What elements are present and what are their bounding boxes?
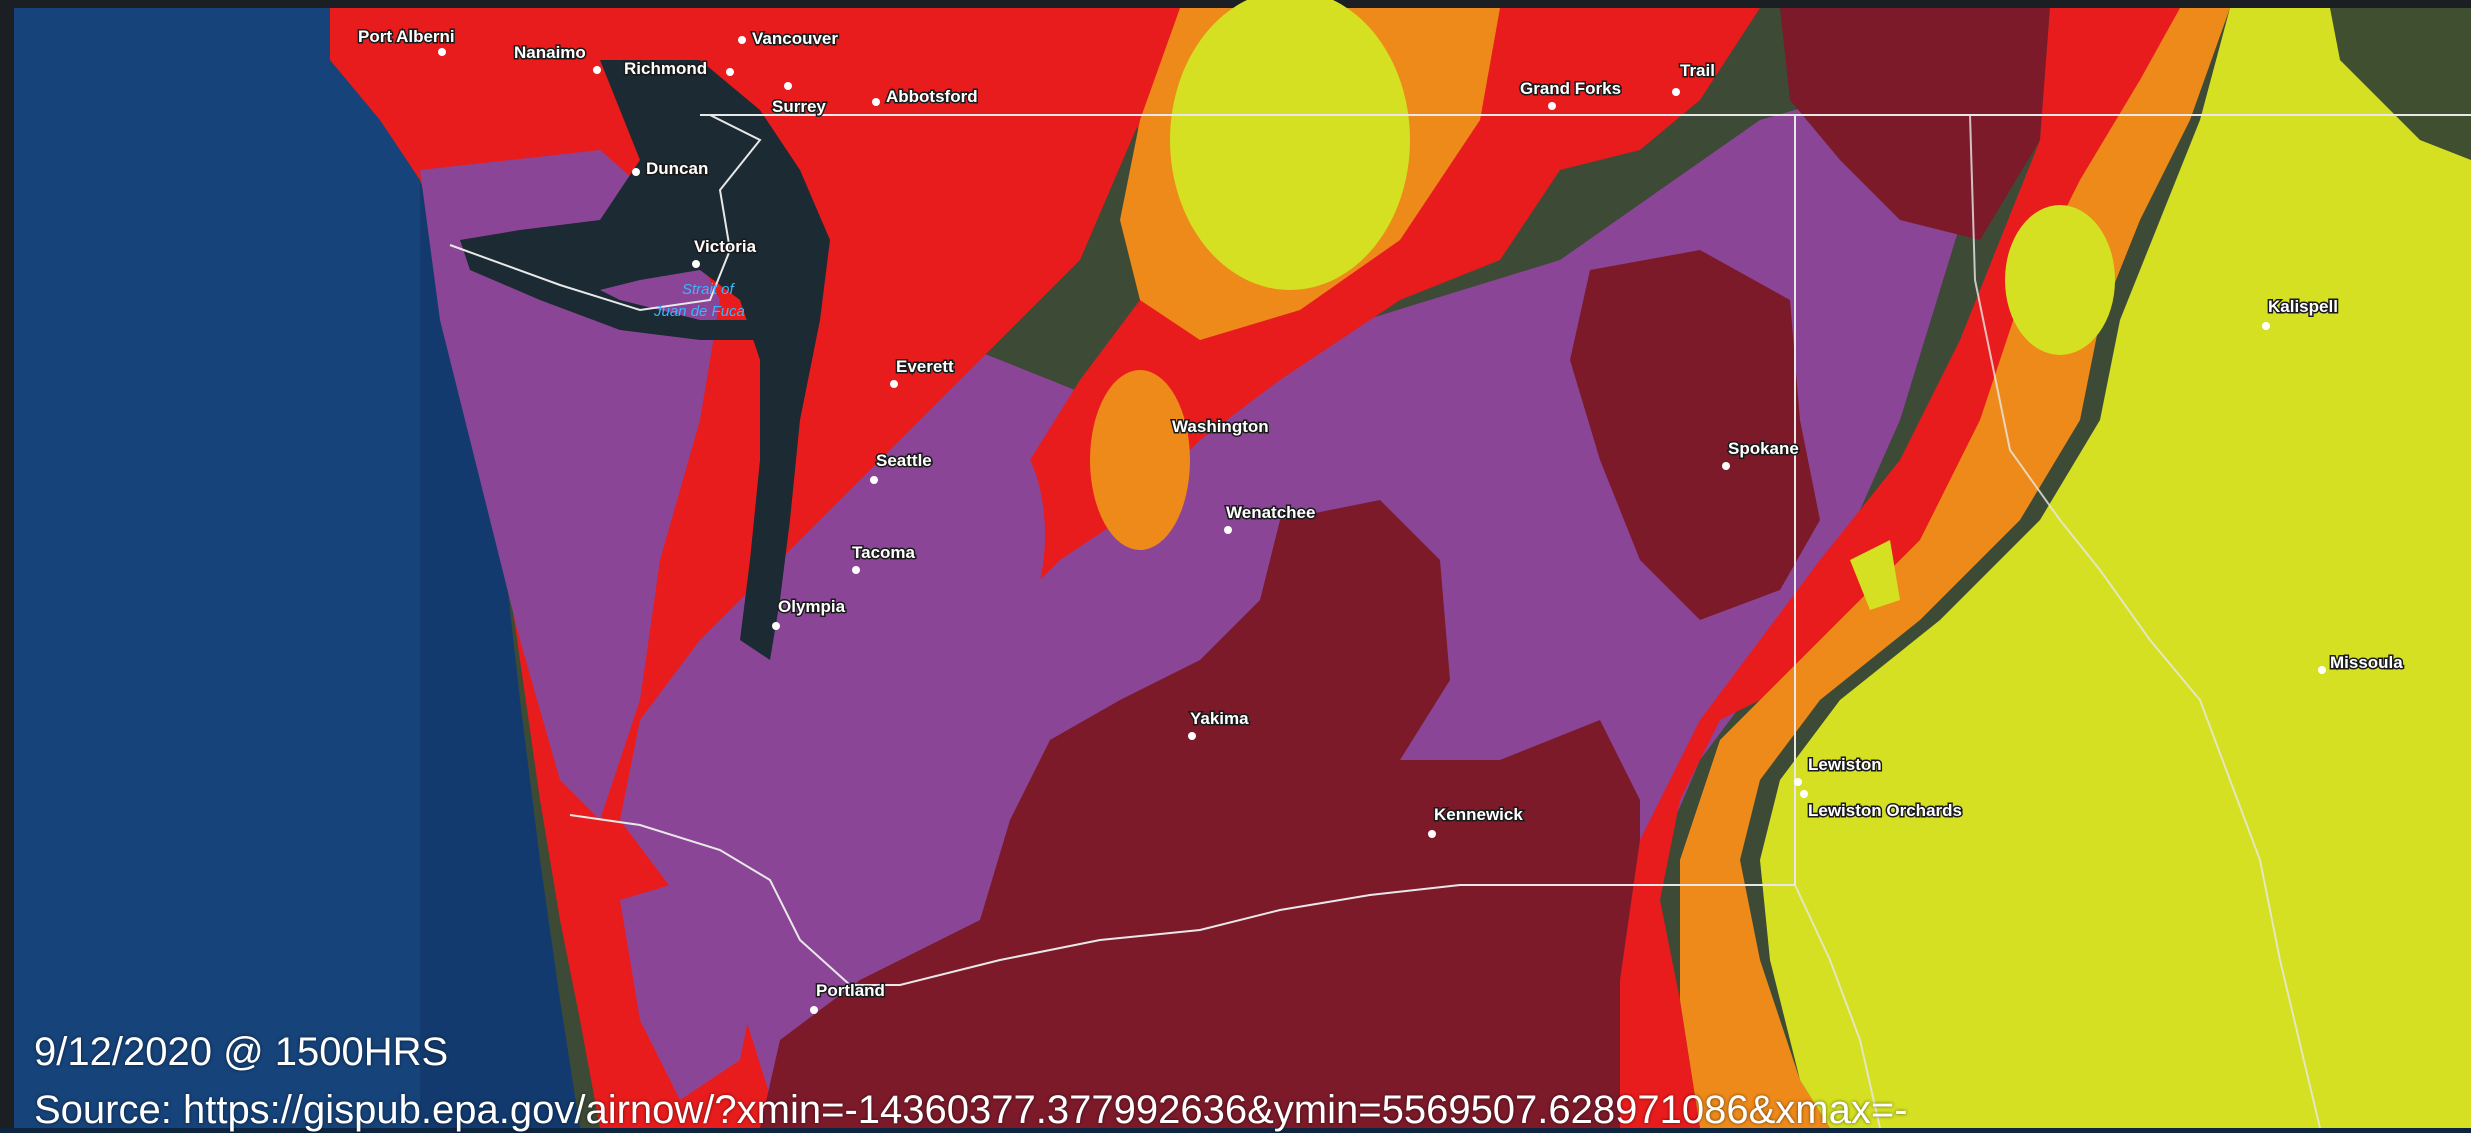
city-label: Vancouver: [752, 29, 838, 48]
map-timestamp: 9/12/2020 @ 1500HRS: [34, 1030, 449, 1074]
city-label: Spokane: [1728, 439, 1799, 458]
state-label-washington: Washington: [1171, 416, 1271, 438]
city-label: Seattle: [876, 451, 932, 470]
city-label: Kalispell: [2268, 297, 2338, 316]
city-kennewick[interactable]: Kennewick: [1428, 804, 1525, 838]
aqi-zone-usg-small: [1090, 370, 1190, 550]
ocean-shading: [14, 8, 420, 1128]
water-label-juan-de-fuca: Juan de Fuca: [653, 303, 745, 320]
aqi-zone-hazardous-spokane: [1570, 250, 1820, 620]
idaho-montana-border: [1969, 114, 2321, 1128]
city-nanaimo[interactable]: Nanaimo: [513, 42, 601, 74]
city-victoria[interactable]: Victoria: [692, 236, 758, 268]
city-portland[interactable]: Portland: [810, 980, 886, 1014]
city-everett[interactable]: Everett: [890, 356, 955, 388]
puget-sound-water: [460, 60, 830, 660]
city-label: Surrey: [772, 97, 826, 116]
city-label: Nanaimo: [514, 43, 586, 62]
city-label: Missoula: [2330, 653, 2403, 672]
state-label: Washington: [1172, 417, 1269, 436]
water-label-strait: Strait of: [682, 281, 736, 298]
city-richmond[interactable]: Richmond: [623, 58, 734, 80]
city-port-alberni[interactable]: Port Alberni: [357, 26, 456, 56]
city-tacoma[interactable]: Tacoma: [851, 542, 917, 574]
aqi-zone-hazardous-north: [1780, 8, 2050, 240]
city-olympia[interactable]: Olympia: [772, 596, 847, 630]
aqi-zone-hazardous-south: [760, 500, 1640, 1128]
city-duncan[interactable]: Duncan: [632, 158, 710, 180]
city-label: Wenatchee: [1226, 503, 1315, 522]
satellite-corner: [2330, 8, 2471, 160]
city-vancouver[interactable]: Vancouver: [738, 28, 840, 50]
city-missoula[interactable]: Missoula: [2318, 652, 2405, 674]
city-label: Everett: [896, 357, 954, 376]
city-label: Kennewick: [1434, 805, 1523, 824]
map-source: Source: https://gispub.epa.gov/airnow/?x…: [34, 1088, 1908, 1132]
strait-border: [449, 114, 762, 312]
city-label: Abbotsford: [886, 87, 978, 106]
city-label: Port Alberni: [358, 27, 455, 46]
city-label: Grand Forks: [1520, 79, 1621, 98]
city-surrey[interactable]: Surrey: [771, 82, 828, 118]
city-label: Victoria: [694, 237, 757, 256]
aqi-zone-moderate-east: [1760, 8, 2471, 1128]
city-label: Richmond: [624, 59, 707, 78]
aqi-zone-very-unhealthy-coast: [620, 870, 760, 1100]
city-grand-forks[interactable]: Grand Forks: [1519, 78, 1623, 110]
oregon-border: [569, 814, 1795, 986]
city-lewiston[interactable]: Lewiston: [1794, 754, 1883, 786]
city-label: Yakima: [1190, 709, 1249, 728]
city-seattle[interactable]: Seattle: [870, 450, 933, 484]
city-label: Trail: [1680, 61, 1715, 80]
city-lewiston-orchards[interactable]: Lewiston Orchards: [1800, 790, 1963, 822]
city-label: Portland: [816, 981, 885, 1000]
city-kalispell[interactable]: Kalispell: [2262, 296, 2339, 330]
city-yakima[interactable]: Yakima: [1188, 708, 1251, 740]
city-label: Olympia: [778, 597, 846, 616]
aqi-zone-moderate-north: [1170, 0, 1410, 290]
city-trail[interactable]: Trail: [1672, 60, 1716, 96]
southern-idaho-border: [1794, 884, 1881, 1128]
city-wenatchee[interactable]: Wenatchee: [1224, 502, 1317, 534]
city-label: Tacoma: [852, 543, 916, 562]
city-label: Lewiston Orchards: [1808, 801, 1962, 820]
city-spokane[interactable]: Spokane: [1722, 438, 1800, 470]
city-abbotsford[interactable]: Abbotsford: [872, 86, 979, 108]
aqi-zone-moderate-small: [2005, 205, 2115, 355]
city-label: Duncan: [646, 159, 708, 178]
aqi-zone-moderate-wedge: [1850, 540, 1900, 610]
strait-water: [460, 240, 760, 340]
city-label: Lewiston: [1808, 755, 1882, 774]
aqi-zone-very-unhealthy-small: [935, 425, 1045, 645]
